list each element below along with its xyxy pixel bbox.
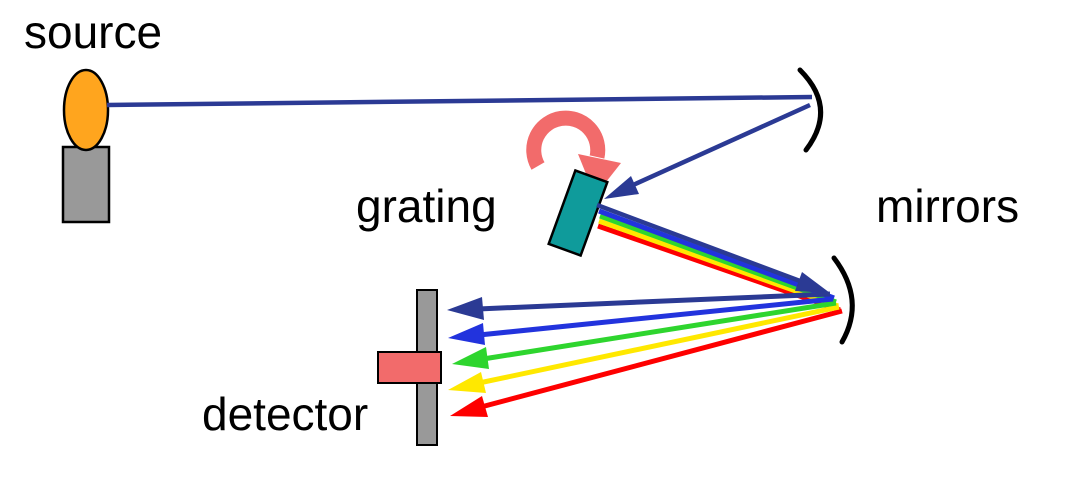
rotation-arrowhead: [578, 154, 621, 196]
ray-blue-arrowhead: [448, 323, 485, 345]
ray-navy-to-detector: [477, 291, 831, 312]
ray-navy-to-mirror: [596, 202, 801, 284]
ray-arrowhead-at-mirror: [795, 272, 830, 293]
ray-navy-arrowhead: [447, 297, 484, 320]
mirror-top-arc: [797, 67, 823, 153]
ray-green-to-detector: [482, 300, 837, 362]
source-stand: [61, 145, 111, 224]
ray-red-to-detector: [480, 308, 843, 410]
rotation-arrow-arc: [526, 110, 606, 170]
ray-yellow-arrowhead: [448, 372, 486, 393]
grating-element: [547, 168, 609, 258]
source-label: source: [24, 6, 162, 58]
detector-icon: [377, 289, 442, 446]
ray-green-arrowhead: [452, 347, 489, 369]
source-icon: [61, 68, 111, 224]
detector-label: detector: [202, 388, 368, 440]
grating-label: grating: [356, 180, 497, 232]
rays-grating-to-mirror: [596, 202, 841, 313]
flame-icon: [62, 68, 110, 152]
ray-red-arrowhead: [450, 396, 488, 417]
beam-mirror-to-grating: [604, 102, 811, 199]
beam-source-to-mirror: [106, 94, 813, 108]
mirror-bottom-arc: [831, 255, 855, 345]
ray-blue-to-mirror: [598, 208, 835, 301]
detector-slit: [377, 351, 442, 384]
beam-arrowhead-at-grating: [604, 176, 639, 199]
beam-mirror-to-grating-line: [621, 102, 811, 193]
mirrors-label: mirrors: [876, 180, 1019, 232]
ray-yellow-to-mirror: [598, 218, 839, 309]
ray-yellow-to-detector: [478, 304, 840, 386]
rays-mirror-to-detector: [447, 291, 843, 417]
rotation-arrow-icon: [526, 110, 621, 196]
ray-blue-to-detector: [478, 296, 834, 338]
